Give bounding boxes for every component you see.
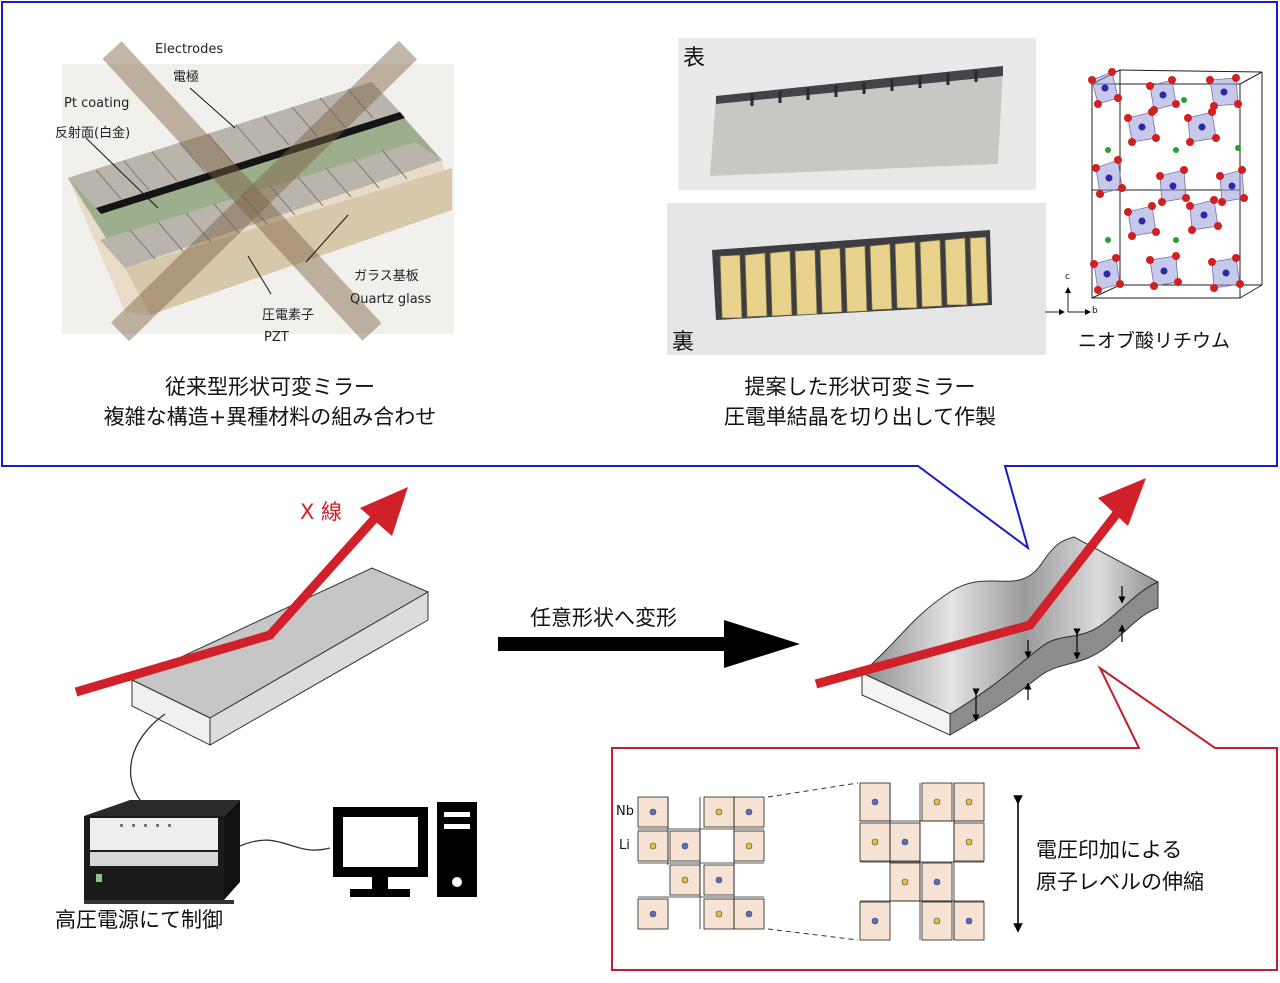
lattice-before	[637, 796, 765, 930]
deform-arrow	[498, 620, 800, 668]
caption-proposed-line2: 圧電単結晶を切り出して作製	[723, 405, 997, 429]
lattice-after	[859, 782, 985, 941]
computer-icon	[333, 802, 477, 897]
deform-label: 任意形状へ変形	[530, 606, 677, 630]
crystal-label: ニオブ酸リチウム	[1078, 330, 1231, 352]
zoom-lines	[767, 782, 859, 941]
caption-conventional-line2: 複雑な構造+異種材料の組み合わせ	[103, 405, 437, 429]
label-back: 裏	[672, 330, 695, 355]
xray-arrow-left	[74, 494, 397, 697]
flat-mirror-block	[130, 567, 430, 746]
conventional-mirror-photo	[62, 40, 454, 342]
axis-b-label: b	[1092, 306, 1098, 316]
label-pzt-jp: 圧電素子	[262, 308, 315, 323]
li-label: Li	[619, 838, 630, 853]
label-electrodes-jp: 電極	[173, 70, 200, 85]
xray-arrow-right	[814, 491, 1136, 689]
axis-c-label: c	[1065, 272, 1070, 282]
power-supply-label: 高圧電源にて制御	[55, 908, 223, 932]
label-pzt: PZT	[264, 330, 289, 345]
proposed-mirror-front-photo	[678, 38, 1036, 190]
lithium-niobate-crystal-structure	[1045, 68, 1263, 315]
xray-label: X 線	[300, 500, 343, 524]
label-glass-jp: ガラス基板	[354, 269, 419, 284]
caption-conventional-line1: 従来型形状可変ミラー	[165, 375, 375, 399]
lattice-desc-line2: 原子レベルの伸縮	[1036, 870, 1204, 894]
lattice-desc-line1: 電圧印加による	[1036, 838, 1183, 862]
cable-block-to-power	[129, 713, 166, 807]
top-panel-frame	[1, 1, 1278, 551]
label-front: 表	[683, 46, 706, 71]
label-electrodes: Electrodes	[155, 42, 224, 57]
lattice-panel-frame	[611, 664, 1278, 971]
deformed-mirror-block	[861, 536, 1160, 736]
proposed-mirror-back-photo	[667, 203, 1046, 355]
cable-power-to-pc	[239, 839, 331, 851]
nb-label: Nb	[616, 804, 634, 819]
label-pt-coating-jp: 反射面(白金)	[55, 126, 131, 141]
label-pt-coating: Pt coating	[64, 96, 130, 111]
high-voltage-power-supply	[84, 800, 240, 904]
caption-proposed-line1: 提案した形状可変ミラー	[744, 375, 976, 399]
label-glass: Quartz glass	[350, 292, 432, 307]
